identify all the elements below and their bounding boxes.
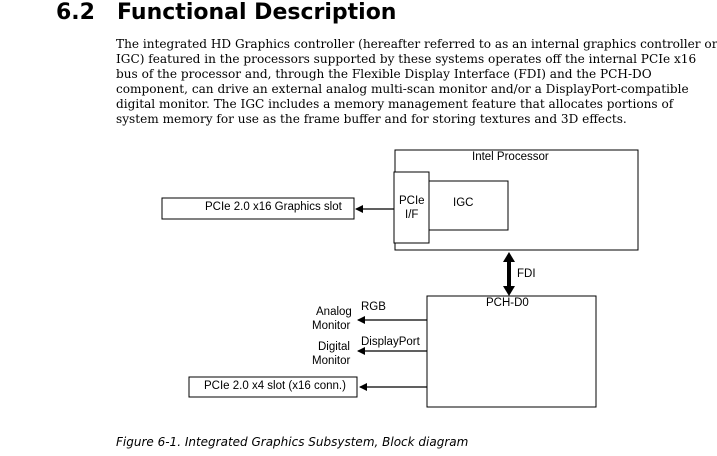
figure-caption: Figure 6-1. Integrated Graphics Subsyste…	[116, 435, 469, 449]
rgb-label: RGB	[361, 301, 386, 313]
paragraph-line: digital monitor. The IGC includes a memo…	[116, 97, 674, 111]
paragraph-line: bus of the processor and, through the Fl…	[116, 67, 652, 81]
pcie-if-label-line2: I/F	[405, 209, 419, 221]
analog-monitor-line1: Analog	[316, 306, 352, 318]
fdi-label: FDI	[517, 268, 536, 280]
paragraph-line: component, can drive an external analog …	[116, 82, 689, 96]
analog-monitor-line2: Monitor	[312, 320, 351, 332]
x4-slot-box	[188, 376, 358, 398]
pch-label: PCH-D0	[486, 297, 529, 309]
body-paragraph: The integrated HD Graphics controller (h…	[116, 37, 717, 127]
graphics-slot-label: PCIe 2.0 x16 Graphics slot	[205, 201, 342, 213]
pcie-if-label-line1: PCIe	[399, 195, 425, 207]
paragraph-line: IGC) featured in the processors supporte…	[116, 52, 697, 66]
igc-label: IGC	[453, 197, 474, 209]
processor-label: Intel Processor	[472, 151, 549, 163]
x4-slot-label: PCIe 2.0 x4 slot (x16 conn.)	[204, 380, 346, 392]
section-title: Functional Description	[117, 0, 397, 25]
fdi-arrow-down	[503, 286, 515, 296]
paragraph-line: The integrated HD Graphics controller (h…	[116, 37, 717, 51]
pch-box	[426, 295, 597, 408]
fdi-arrow-up	[503, 252, 515, 262]
pcie-if-box	[393, 171, 430, 244]
igc-box	[427, 180, 509, 231]
digital-monitor-line1: Digital	[318, 341, 350, 353]
displayport-label: DisplayPort	[361, 336, 420, 348]
graphics-slot-box	[161, 197, 355, 220]
section-number: 6.2	[56, 0, 95, 25]
paragraph-line: system memory for use as the frame buffe…	[116, 112, 627, 126]
digital-monitor-line2: Monitor	[312, 355, 351, 367]
